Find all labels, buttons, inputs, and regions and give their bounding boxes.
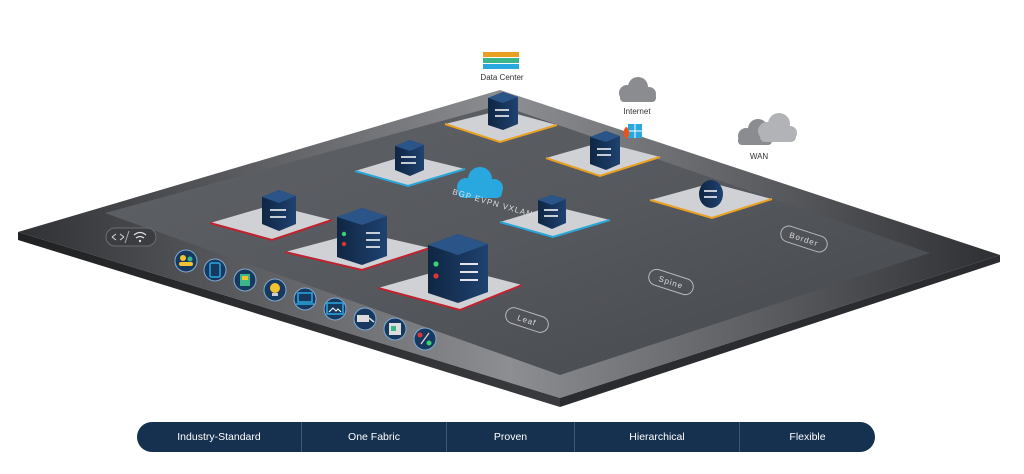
leaf-switch-icon[interactable]	[337, 208, 387, 265]
leaf-switch-icon[interactable]	[428, 234, 488, 303]
feature-bar: Industry-Standard One Fabric Proven Hier…	[137, 422, 875, 452]
iot-device-icon[interactable]	[233, 268, 257, 292]
tablet-icon[interactable]	[203, 258, 227, 282]
display-icon[interactable]	[323, 297, 347, 321]
switch-icon[interactable]	[488, 92, 518, 130]
feature-industry-standard[interactable]: Industry-Standard	[137, 422, 302, 452]
users-icon[interactable]	[174, 249, 198, 273]
switch-icon[interactable]	[590, 131, 620, 170]
laptop-icon[interactable]	[293, 287, 317, 311]
bgp-evpn-vxlan-cloud-icon[interactable]	[457, 167, 503, 198]
switch-icon[interactable]	[538, 195, 566, 229]
internet-cloud-icon[interactable]	[619, 77, 656, 102]
platform	[18, 90, 1000, 407]
switch-icon[interactable]	[395, 140, 424, 176]
wired-wireless-icon[interactable]	[105, 227, 157, 247]
traffic-light-icon[interactable]	[413, 327, 437, 351]
id-badge-icon[interactable]	[383, 317, 407, 341]
internet-label: Internet	[623, 107, 651, 116]
camera-icon[interactable]	[353, 307, 377, 331]
data-center-icon[interactable]	[483, 52, 519, 69]
light-bulb-icon[interactable]	[263, 278, 287, 302]
feature-hierarchical[interactable]: Hierarchical	[575, 422, 740, 452]
feature-proven[interactable]: Proven	[447, 422, 575, 452]
feature-flexible[interactable]: Flexible	[789, 431, 826, 443]
endpoint-icons	[174, 249, 437, 351]
wan-cloud-icon[interactable]	[738, 113, 797, 145]
wan-label: WAN	[750, 152, 769, 161]
switch-icon[interactable]	[262, 190, 296, 231]
data-center-label: Data Center	[480, 73, 523, 82]
router-icon[interactable]	[699, 180, 723, 208]
firewall-icon[interactable]	[623, 124, 642, 139]
feature-one-fabric[interactable]: One Fabric	[302, 422, 447, 452]
